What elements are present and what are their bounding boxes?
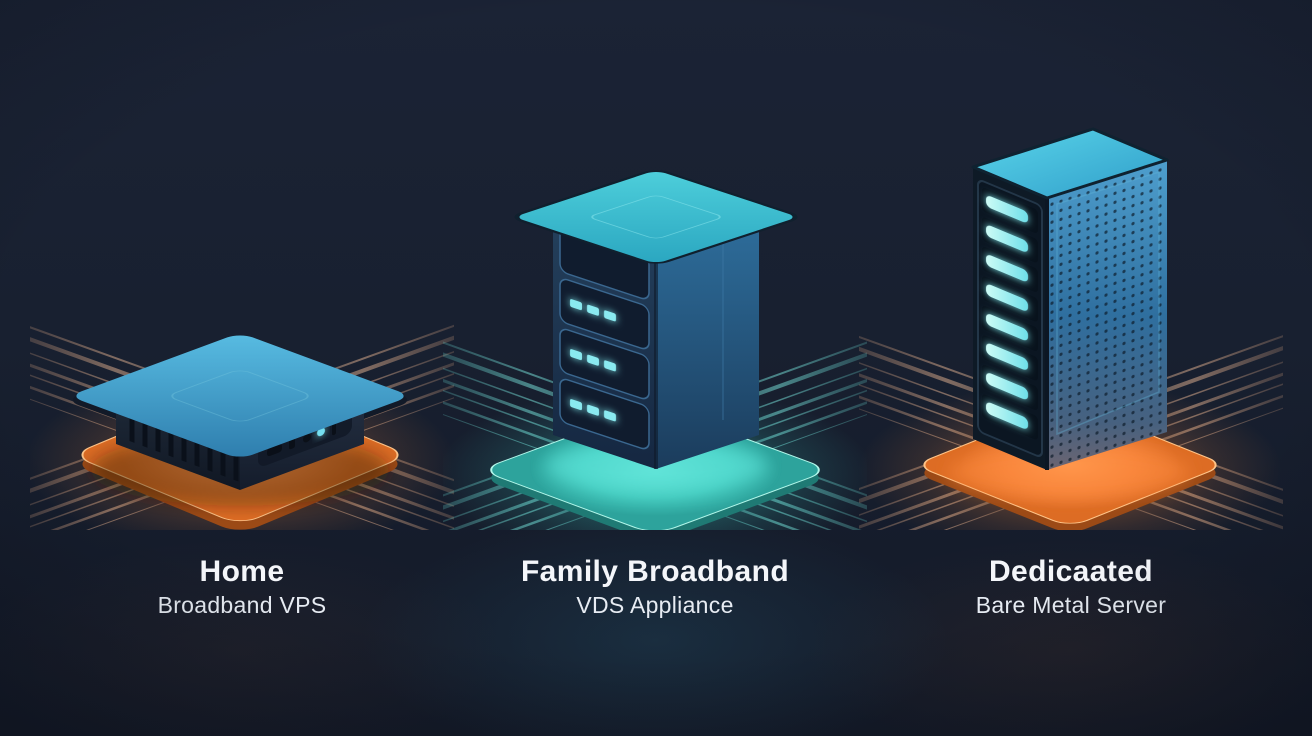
product-title: Home (199, 555, 285, 588)
product-caption: Dedicaated Bare Metal Server (859, 556, 1283, 619)
glowing-led-bars (986, 196, 1028, 429)
bay-leds (570, 299, 616, 422)
vent-grille (129, 415, 239, 482)
led-bar-stack (977, 180, 1043, 457)
server-device (971, 127, 1169, 470)
product-subtitle: Broadband VPS (157, 592, 327, 618)
product-subtitle: VDS Appliance (576, 592, 734, 618)
product-title: Dedicaated (988, 555, 1154, 588)
nas-device (514, 170, 798, 469)
product-subtitle: Bare Metal Server (975, 592, 1167, 618)
product-caption: Family Broadband VDS Appliance (443, 556, 867, 619)
server-tower-illustration (859, 127, 1283, 530)
mini-router-illustration (30, 300, 454, 530)
front-ports (258, 413, 352, 466)
perforated-panel (1047, 160, 1167, 470)
router-device (72, 335, 408, 490)
product-column-home: Home Broadband VPS (30, 0, 454, 736)
product-title: Family Broadband (520, 555, 790, 588)
product-caption: Home Broadband VPS (30, 556, 454, 619)
product-column-family-broadband: Family Broadband VDS Appliance (443, 0, 867, 736)
product-column-dedicated: Dedicaated Bare Metal Server (859, 0, 1283, 736)
nas-tower-illustration (443, 170, 867, 530)
drive-bays (559, 228, 650, 450)
